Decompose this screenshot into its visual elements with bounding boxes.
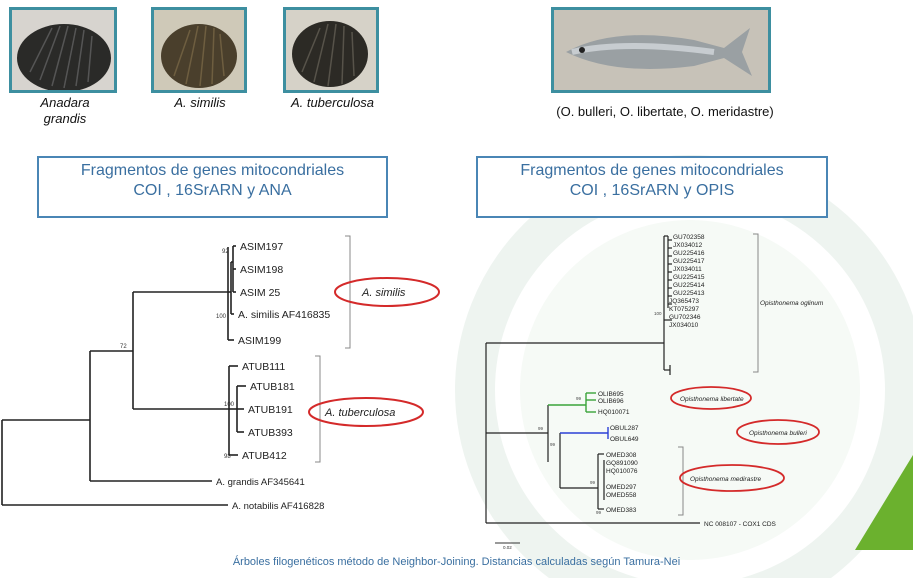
clade-label-tuberculosa: A. tuberculosa bbox=[324, 407, 395, 419]
footer-caption: Árboles filogenéticos método de Neighbor… bbox=[0, 556, 913, 568]
right-clade-bulleri: Opisthonema bulleri bbox=[749, 430, 807, 437]
left-title-box: Fragmentos de genes mitocondriales COI ,… bbox=[37, 156, 388, 218]
right-clade-libertate: Opisthonema libertate bbox=[680, 396, 744, 403]
right-leaf-18: OMED308 bbox=[606, 452, 637, 459]
right-leaf-10: KT075297 bbox=[669, 306, 699, 313]
right-title-box: Fragmentos de genes mitocondriales COI ,… bbox=[476, 156, 828, 218]
left-bootstrap-3: 72 bbox=[120, 344, 127, 350]
right-bootstrap-3: 99 bbox=[538, 426, 544, 431]
left-bootstrap-4: 100 bbox=[224, 402, 235, 408]
right-phylogenetic-tree: GU702358 JX034012 GU225416 GU225417 JX03… bbox=[460, 225, 913, 555]
right-leaf-7: GU225414 bbox=[673, 282, 705, 289]
right-title-line2: COI , 16SrARN y OPIS bbox=[478, 181, 826, 201]
left-bootstrap-2: 100 bbox=[216, 314, 227, 320]
left-title-line1: Fragmentos de genes mitocondriales bbox=[39, 161, 386, 181]
anadara-grandis-photo bbox=[9, 7, 117, 93]
right-leaf-8: GU225413 bbox=[673, 290, 705, 297]
right-leaf-4: GU225417 bbox=[673, 258, 705, 265]
left-phylogenetic-tree: ASIM197 ASIM198 ASIM 25 A. similis AF416… bbox=[0, 225, 460, 525]
right-leaf-19: GQ891090 bbox=[606, 460, 638, 467]
right-leaf-14: OLIB696 bbox=[598, 398, 624, 405]
left-leaf-9: ATUB393 bbox=[248, 427, 293, 439]
right-bootstrap-4: 99 bbox=[550, 442, 556, 447]
right-leaf-1: GU702358 bbox=[673, 234, 705, 241]
right-leaf-9: JQ365473 bbox=[669, 298, 699, 305]
caption-fish: (O. bulleri, O. libertate, O. meridastre… bbox=[505, 104, 825, 119]
left-leaf-3: ASIM 25 bbox=[240, 287, 280, 299]
right-clade-oglinum: Opisthonema oglinum bbox=[760, 300, 824, 307]
left-leaf-4: A. similis AF416835 bbox=[238, 309, 330, 321]
right-leaf-11: GU702346 bbox=[669, 314, 701, 321]
right-leaf-24: NC 008107 - COX1 CDS bbox=[704, 521, 777, 528]
left-bootstrap-5: 98 bbox=[224, 454, 231, 460]
caption-anadara-grandis: Anadara grandis bbox=[20, 95, 110, 127]
left-leaf-2: ASIM198 bbox=[240, 264, 283, 276]
right-leaf-15: HQ010071 bbox=[598, 409, 630, 416]
right-bootstrap-6: 99 bbox=[596, 510, 602, 515]
left-leaf-5: ASIM199 bbox=[238, 335, 281, 347]
right-leaf-23: OMED383 bbox=[606, 507, 637, 514]
right-leaf-20: HQ010076 bbox=[606, 468, 638, 475]
right-leaf-16: OBUL287 bbox=[610, 425, 639, 432]
right-leaf-2: JX034012 bbox=[673, 242, 703, 249]
left-leaf-12: A. notabilis AF416828 bbox=[232, 501, 324, 512]
left-title-line2: COI , 16SrARN y ANA bbox=[39, 181, 386, 201]
left-leaf-1: ASIM197 bbox=[240, 241, 283, 253]
right-leaf-6: GU225415 bbox=[673, 274, 705, 281]
right-leaf-13: OLIB695 bbox=[598, 391, 624, 398]
left-bootstrap-1: 92 bbox=[222, 249, 229, 255]
a-tuberculosa-photo bbox=[283, 7, 379, 93]
right-leaf-12: JX034010 bbox=[669, 322, 699, 329]
a-similis-photo bbox=[151, 7, 247, 93]
caption-a-tuberculosa: A. tuberculosa bbox=[270, 95, 395, 111]
left-leaf-7: ATUB181 bbox=[250, 381, 295, 393]
right-bootstrap-2: 99 bbox=[576, 396, 582, 401]
right-leaf-17: OBUL649 bbox=[610, 436, 639, 443]
right-bootstrap-1: 100 bbox=[654, 311, 662, 316]
right-leaf-5: JX034011 bbox=[673, 266, 702, 273]
right-leaf-22: OMED558 bbox=[606, 492, 637, 499]
right-title-line1: Fragmentos de genes mitocondriales bbox=[478, 161, 826, 181]
right-leaf-3: GU225416 bbox=[673, 250, 705, 257]
scale-bar-label: 0.02 bbox=[503, 545, 512, 550]
right-clade-medirastre: Opisthonema medirastre bbox=[690, 476, 762, 483]
right-bootstrap-5: 99 bbox=[590, 480, 596, 485]
right-leaf-21: OMED297 bbox=[606, 484, 637, 491]
fish-photo bbox=[551, 7, 771, 93]
clade-label-similis: A. similis bbox=[361, 287, 406, 299]
left-leaf-6: ATUB111 bbox=[242, 361, 285, 373]
left-leaf-11: A. grandis AF345641 bbox=[216, 477, 305, 488]
caption-a-similis: A. similis bbox=[150, 95, 250, 111]
left-leaf-8: ATUB191 bbox=[248, 404, 293, 416]
left-leaf-10: ATUB412 bbox=[242, 450, 287, 462]
